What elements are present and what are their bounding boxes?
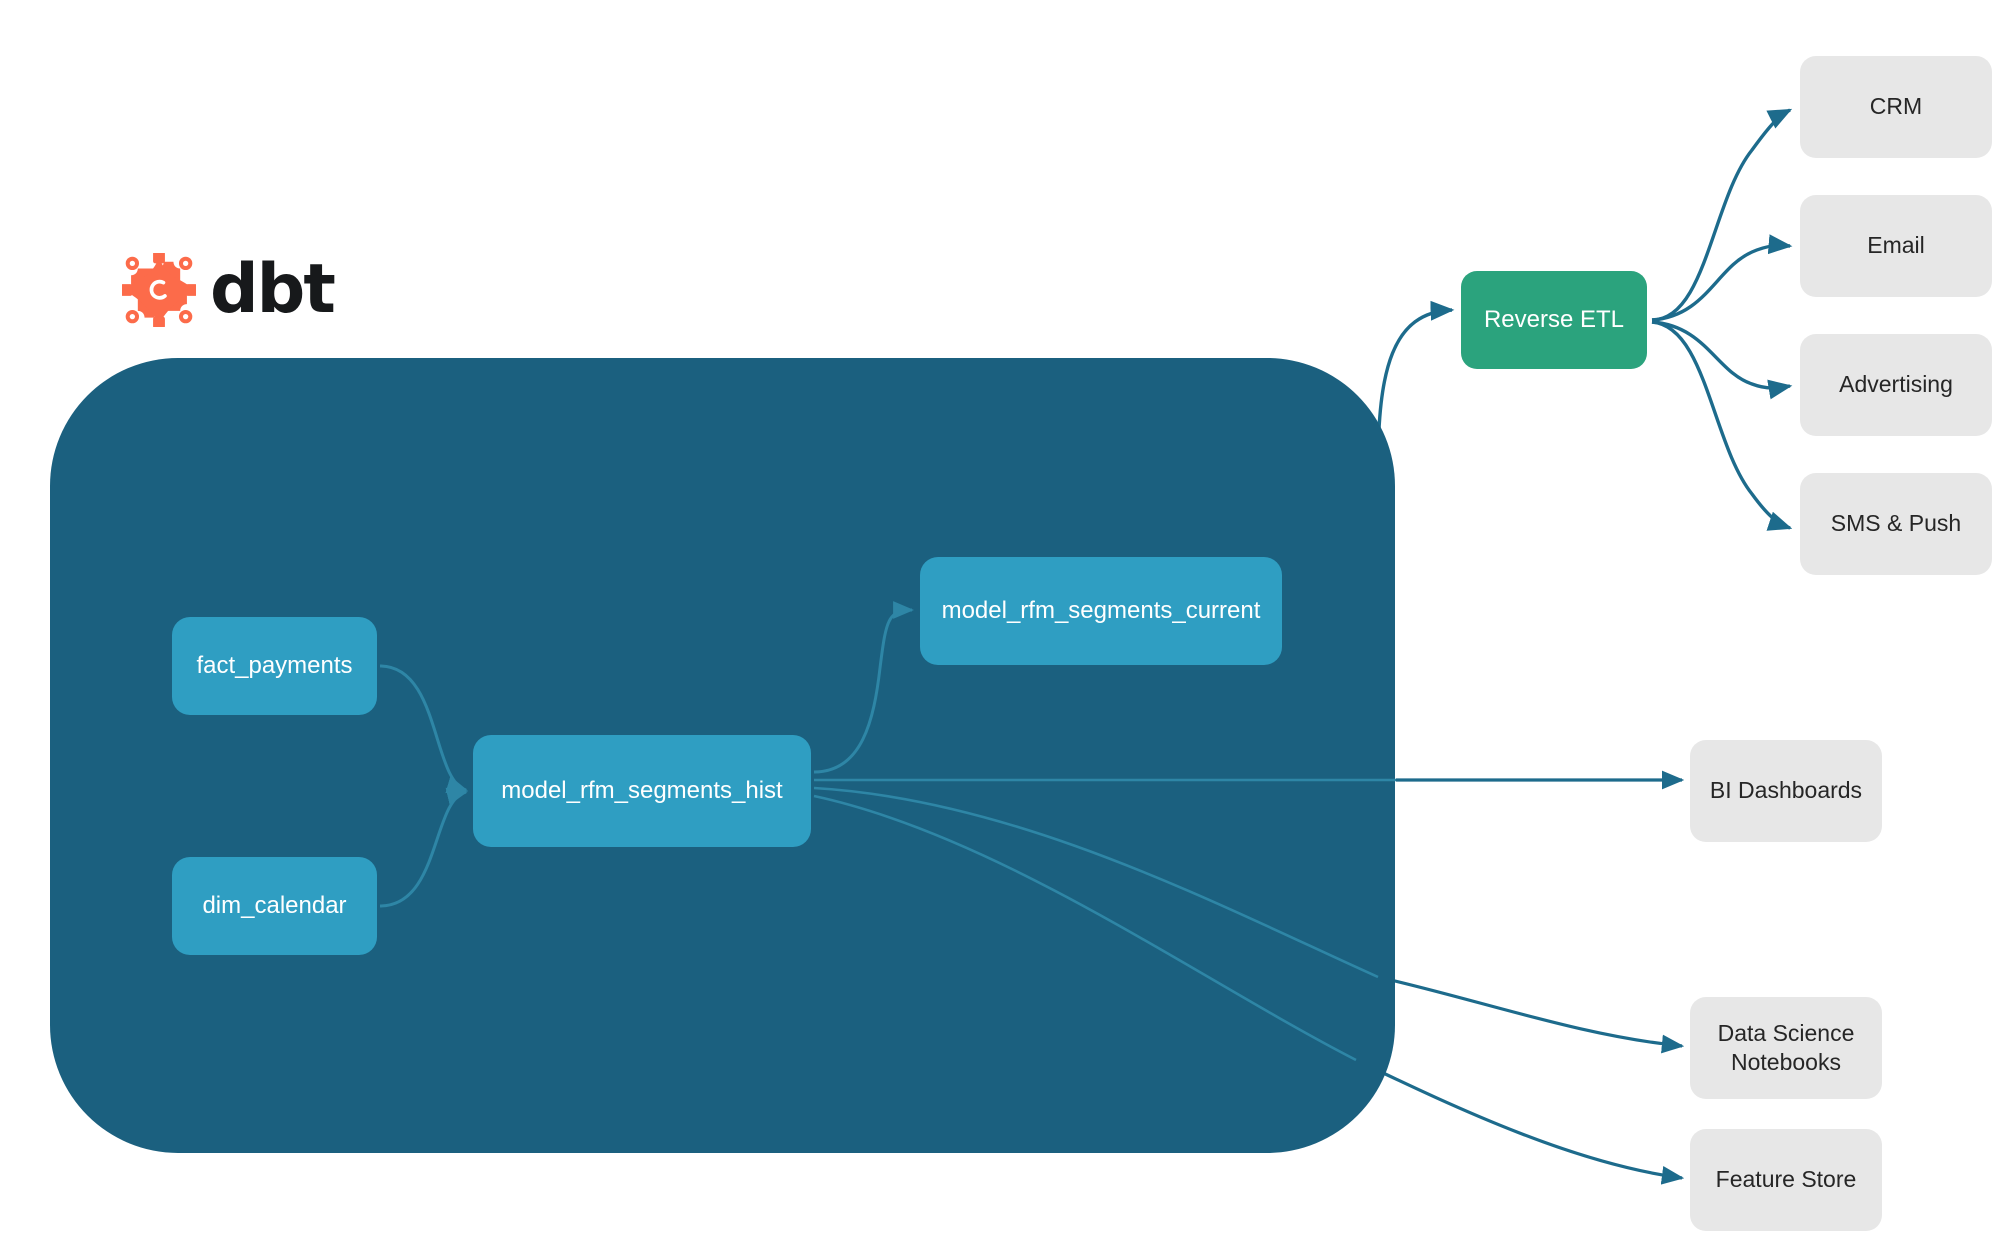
node-label-multiline: Data Science Notebooks <box>1718 1019 1855 1078</box>
node-model-rfm-segments-hist[interactable]: model_rfm_segments_hist <box>473 735 811 847</box>
node-fact-payments[interactable]: fact_payments <box>172 617 377 715</box>
edge-reverse-etl-to-sms-push <box>1651 320 1793 531</box>
dbt-logo-icon <box>122 253 196 327</box>
node-label: Feature Store <box>1715 1166 1857 1193</box>
node-bi-dashboards[interactable]: BI Dashboards <box>1690 740 1882 842</box>
node-label: CRM <box>1869 93 1923 120</box>
node-label: SMS & Push <box>1830 510 1962 537</box>
node-label: Reverse ETL <box>1483 306 1625 333</box>
edge-hist-to-ds-notebooks <box>1377 975 1685 1054</box>
node-label-line-2: Notebooks <box>1731 1049 1841 1075</box>
node-dim-calendar[interactable]: dim_calendar <box>172 857 377 955</box>
node-label: Advertising <box>1839 371 1953 398</box>
node-data-science-notebooks[interactable]: Data Science Notebooks <box>1690 997 1882 1099</box>
node-feature-store[interactable]: Feature Store <box>1690 1129 1882 1231</box>
node-label: model_rfm_segments_hist <box>501 777 783 804</box>
node-email[interactable]: Email <box>1800 195 1992 297</box>
node-label-line-1: Data Science <box>1717 1019 1855 1046</box>
node-label: model_rfm_segments_current <box>941 597 1261 624</box>
dbt-brand-lockup: dbt <box>122 250 336 329</box>
node-crm[interactable]: CRM <box>1800 56 1992 158</box>
node-label: fact_payments <box>196 652 353 679</box>
dbt-wordmark: dbt <box>210 250 336 329</box>
edge-reverse-etl-to-advertising <box>1651 320 1793 400</box>
node-label: Email <box>1867 232 1925 259</box>
edge-reverse-etl-to-crm <box>1651 108 1793 322</box>
node-reverse-etl[interactable]: Reverse ETL <box>1461 271 1647 369</box>
node-sms-push[interactable]: SMS & Push <box>1800 473 1992 575</box>
edge-hist-to-feature-store <box>1355 1058 1685 1185</box>
node-label: dim_calendar <box>202 892 347 919</box>
edge-reverse-etl-to-email <box>1651 234 1793 322</box>
node-model-rfm-segments-current[interactable]: model_rfm_segments_current <box>920 557 1282 665</box>
node-label: BI Dashboards <box>1709 777 1863 804</box>
node-advertising[interactable]: Advertising <box>1800 334 1992 436</box>
